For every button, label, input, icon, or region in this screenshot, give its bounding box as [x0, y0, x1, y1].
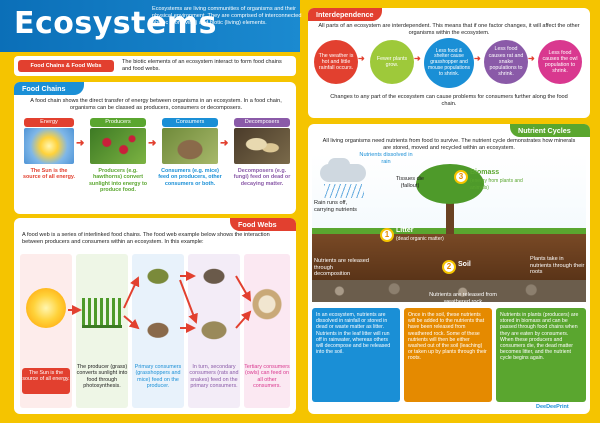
interdependence-header: Interdependence — [308, 8, 382, 21]
label-litter: Litter — [396, 227, 414, 234]
label-soil: Soil — [458, 261, 471, 268]
food-web-arrows — [68, 271, 252, 333]
food-chains-header: Food Chains — [14, 82, 84, 95]
label-litter-sub: (dead organic matter) — [396, 236, 444, 242]
arrow-right-icon: ➜ — [414, 54, 421, 63]
label-released: Nutrients are released through decomposi… — [314, 258, 370, 278]
food-chains-text: A food chain shows the direct transfer o… — [30, 98, 282, 111]
arrow-right-icon: ➜ — [474, 54, 481, 63]
chains-webs-text: The biotic elements of an ecosystem inte… — [122, 59, 282, 72]
owl-image — [248, 288, 286, 324]
chains-webs-label: Food Chains & Food Webs — [18, 60, 114, 72]
mouse-image — [162, 128, 218, 164]
rain-icon — [324, 184, 364, 198]
arrow-right-icon: ➜ — [148, 138, 157, 149]
label-dissolved: Nutrients dissolved in rain — [359, 152, 413, 165]
chain-consumers-caption: Consumers (e.g. mice) feed on producers,… — [158, 168, 222, 187]
step-rat-snake: Less food causes rat and snake populatio… — [484, 40, 528, 84]
food-webs-text: A food web is a series of interlinked fo… — [22, 232, 270, 245]
hawthorn-image — [90, 128, 146, 164]
rat-image — [194, 262, 234, 288]
food-webs-panel: Food Webs A food web is a series of inte… — [14, 218, 296, 414]
intro-text: Ecosystems are living communities of org… — [152, 6, 302, 26]
title-bar — [0, 0, 300, 52]
sun-image — [24, 128, 74, 164]
label-weathered: Nutrients are released from weathered ro… — [429, 292, 497, 305]
label-biomass: Biomass — [470, 169, 500, 176]
label-biomass-sub: (energy from plants and animals) — [470, 178, 523, 191]
grass-image — [82, 298, 122, 328]
interdependence-panel: Interdependence All parts of an ecosyste… — [308, 8, 590, 118]
info-box-3: Nutrients in plants (producers) are stor… — [496, 308, 586, 402]
web-producer-caption: The producer (grass) converts sunlight i… — [76, 364, 128, 390]
grasshopper-image — [138, 262, 178, 288]
web-primary-caption: Primary consumers (grasshoppers and mice… — [134, 364, 182, 390]
interdependence-footer: Changes to any part of the ecosystem can… — [330, 94, 568, 107]
step-3-badge: 3 — [454, 170, 468, 184]
tertiary-column — [244, 254, 290, 408]
interdependence-text: All parts of an ecosystem are interdepen… — [318, 23, 580, 36]
tree-trunk — [446, 194, 454, 234]
chain-energy-caption: The Sun is the source of all energy. — [22, 168, 76, 181]
nutrient-cycles-panel: Nutrient Cycles All living organisms nee… — [308, 124, 590, 414]
tree-canopy — [416, 164, 484, 204]
nutrient-cycles-text: All living organisms need nutrients from… — [322, 138, 576, 151]
chain-producers-label: Producers — [90, 118, 146, 127]
mouse-image — [138, 316, 178, 342]
chain-decomposers-label: Decomposers — [234, 118, 290, 127]
chain-energy-label: Energy — [24, 118, 74, 127]
cloud-icon — [328, 158, 350, 172]
nutrient-cycles-header: Nutrient Cycles — [510, 124, 590, 137]
brand-logo: DeeDeePrint — [536, 404, 569, 410]
step-1-badge: 1 — [380, 228, 394, 242]
info-box-2: Once in the soil, these nutrients will b… — [404, 308, 492, 402]
step-plants: Fewer plants grow. — [370, 40, 414, 84]
label-rain-runs: Rain runs off, carrying nutrients — [314, 200, 357, 213]
label-plants-take: Plants take in nutrients through their r… — [530, 256, 585, 276]
step-weather: The weather is hot and little rainfall o… — [314, 40, 358, 84]
food-webs-header: Food Webs — [230, 218, 296, 231]
chain-decomposers-caption: Decomposers (e.g. fungi) feed on dead or… — [233, 168, 291, 187]
step-2-badge: 2 — [442, 260, 456, 274]
chains-webs-panel: Food Chains & Food Webs The biotic eleme… — [14, 56, 296, 76]
chain-consumers-label: Consumers — [162, 118, 218, 127]
arrow-right-icon: ➜ — [358, 54, 365, 63]
chain-producers-caption: Producers (e.g. hawthorns) convert sunli… — [88, 168, 148, 194]
arrow-right-icon: ➜ — [528, 54, 535, 63]
arrow-right-icon: ➜ — [76, 138, 85, 149]
producer-column — [76, 254, 128, 408]
step-grasshopper: Less food & shelter cause grasshopper an… — [424, 38, 474, 88]
web-tertiary-caption: Tertiary consumers (owls) can feed on al… — [244, 364, 290, 390]
sun-icon — [26, 288, 66, 328]
fungi-image — [234, 128, 290, 164]
arrow-right-icon: ➜ — [220, 138, 229, 149]
web-sun-caption: The Sun is the source of all energy. — [22, 368, 70, 394]
snake-image — [194, 316, 234, 342]
rock-layer — [312, 280, 586, 302]
label-tissues: Tissues die (fallout) — [395, 176, 425, 189]
web-secondary-caption: In turn, secondary consumers (rats and s… — [189, 364, 239, 390]
food-chains-panel: Food Chains A food chain shows the direc… — [14, 82, 296, 214]
step-owl: Less food causes the owl population to s… — [538, 40, 582, 84]
page-title: Ecosystems — [14, 6, 217, 41]
info-box-1: In an ecosystem, nutrients are dissolved… — [312, 308, 400, 402]
